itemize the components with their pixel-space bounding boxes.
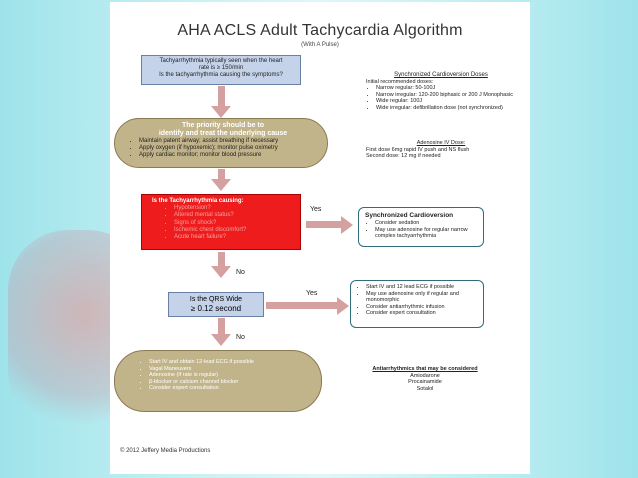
underlying-cause-oval: The priority should be to identify and t… [114,118,328,168]
page-subtitle: (With A Pulse) [110,42,530,48]
antiarrhythmic-item: Sotalol [350,386,500,393]
narrow-qrs-oval: Start IV and obtain 12-lead ECG if possi… [114,350,322,412]
sync-box-item: May use adenosine for regular narrow com… [375,227,477,240]
yes-label: Yes [310,206,321,213]
qrs-line2: ≥ 0.12 second [169,304,263,314]
wide-qrs-item: Consider antiarrhythmic infusion [366,304,478,311]
page-title: AHA ACLS Adult Tachycardia Algorithm [110,22,530,40]
synchronized-cardioversion-box: Synchronized Cardioversion Consider seda… [358,207,484,247]
qrs-line1: Is the QRS Wide [169,295,263,304]
sync-box-heading: Synchronized Cardioversion [365,211,477,220]
symptom-item: Acute heart failure? [174,234,294,241]
sync-doses-heading: Synchronized Cardioversion Doses [366,72,516,79]
antiarrhythmics-heading: Antiarrhythmics that may be considered [350,366,500,373]
symptom-item: Ischemic chest discomfort? [174,227,294,234]
no-label: No [236,269,245,276]
initial-assessment-line3: Is the tachyarrhythmia causing the sympt… [142,72,300,79]
qrs-width-box: Is the QRS Wide ≥ 0.12 second [168,292,264,317]
narrow-qrs-item: β-blocker or calcium channel blocker [149,379,309,386]
arrow-head [341,216,353,234]
sync-dose-item: Wide regular: 100J [376,98,516,105]
arrow-shaft [218,86,225,108]
narrow-qrs-item: Vagal Maneuvers [149,366,309,373]
symptom-check-box: Is the Tachyarrhythmia causing: Hypotens… [141,194,301,250]
arrow-head [211,334,231,346]
wide-qrs-item: Consider expert consultation [366,310,478,317]
underlying-cause-heading2: identify and treat the underlying cause [129,130,317,138]
initial-assessment-box: Tachyarrhythmia typically seen when the … [141,55,301,85]
underlying-cause-heading1: The priority should be to [129,122,317,130]
adenosine-panel: Adenosine IV Dose: First dose 6mg rapid … [366,140,516,160]
slide: AHA ACLS Adult Tachycardia Algorithm (Wi… [110,2,530,474]
antiarrhythmic-item: Amiodarone [350,373,500,380]
arrow-head [337,297,349,315]
underlying-cause-item: Apply cardiac monitor; monitor blood pre… [139,152,317,159]
adenosine-line1: First dose 6mg rapid IV push and NS flus… [366,147,516,154]
sync-dose-item: Narrow regular: 50-100J [376,85,516,92]
sync-dose-item: Narrow irregular: 120-200 biphasic or 20… [376,92,516,99]
symptom-item: Signs of shock? [174,220,294,227]
arrow-shaft [306,221,342,228]
no-label: No [236,334,245,341]
symptom-check-heading: Is the Tachyarrhythmia causing: [152,198,294,205]
underlying-cause-item: Maintain patent airway; assist breathing… [139,138,317,145]
narrow-qrs-item: Adenosine (if rate is regular) [149,372,309,379]
symptom-item: Altered mental status? [174,212,294,219]
arrow-head [211,266,231,278]
symptom-item: Hypotension? [174,205,294,212]
narrow-qrs-item: Consider expert consultation [149,385,309,392]
wide-qrs-box: Start IV and 12 lead ECG if possible May… [350,280,484,328]
arrow-head [211,106,231,118]
wide-qrs-item: May use adenosine only if regular and mo… [366,291,478,304]
sync-box-item: Consider sedation [375,220,477,227]
adenosine-line2: Second dose: 12 mg if needed [366,153,516,160]
antiarrhythmic-item: Procainamide [350,379,500,386]
narrow-qrs-item: Start IV and obtain 12-lead ECG if possi… [149,359,309,366]
initial-assessment-line1: Tachyarrhythmia typically seen when the … [142,58,300,65]
adenosine-heading: Adenosine IV Dose: [366,140,516,147]
yes-label: Yes [306,290,317,297]
arrow-shaft [266,302,338,309]
wide-qrs-item: Start IV and 12 lead ECG if possible [366,284,478,291]
sync-doses-sub: Initial recommended doses: [366,79,516,86]
initial-assessment-line2: rate is ≥ 150/min [142,65,300,72]
sync-dose-item: Wide irregular: defibrillation dose (not… [376,105,516,112]
footer-copyright: © 2012 Jeffery Media Productions [120,448,210,454]
sync-doses-panel: Synchronized Cardioversion Doses Initial… [366,72,516,112]
underlying-cause-item: Apply oxygen (if hypoxemic); monitor pul… [139,145,317,152]
antiarrhythmics-panel: Antiarrhythmics that may be considered A… [350,366,500,392]
arrow-head [211,179,231,191]
